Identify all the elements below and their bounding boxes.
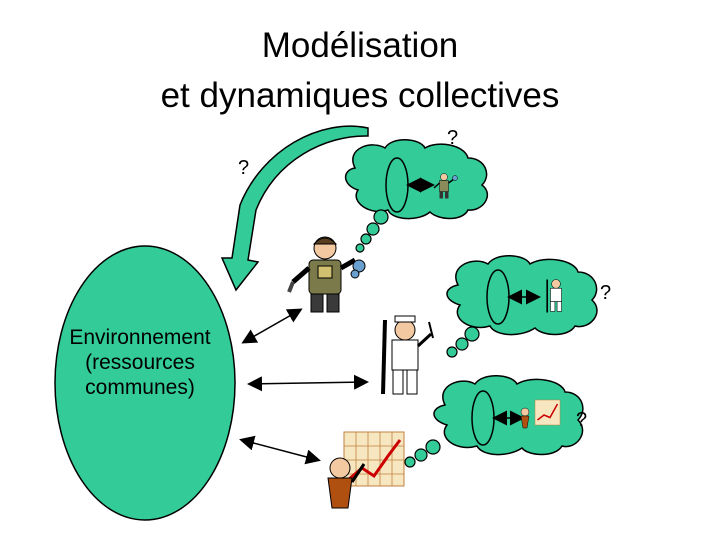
thought-cloud-top (344, 139, 489, 253)
thought-cloud-bottom (404, 375, 584, 468)
environment-label: Environnement (ressources communes) (40, 325, 240, 400)
hunter-icon (381, 315, 434, 395)
environment-label-line-1: Environnement (69, 326, 211, 349)
environment-label-line-3: communes) (85, 376, 195, 399)
arrow-env-presenter (239, 435, 321, 465)
mechanic-icon (287, 236, 366, 313)
feedback-curved-arrow (220, 125, 369, 292)
arrow-env-mechanic (241, 308, 303, 344)
environment-label-line-2: (ressources (85, 351, 195, 374)
presenter-chart-icon (327, 431, 405, 509)
question-mark-middle-bubble: ? (600, 282, 612, 304)
title-line-1: Modélisation (261, 26, 459, 65)
question-mark-bottom-bubble: ? (576, 409, 588, 431)
title-line-2: et dynamiques collectives (160, 76, 560, 115)
thought-cloud-middle (446, 255, 598, 358)
environment-ellipse (54, 245, 236, 521)
question-mark-top-bubble: ? (447, 127, 459, 149)
question-mark-curve: ? (238, 157, 250, 179)
arrow-env-hunter (247, 374, 369, 392)
